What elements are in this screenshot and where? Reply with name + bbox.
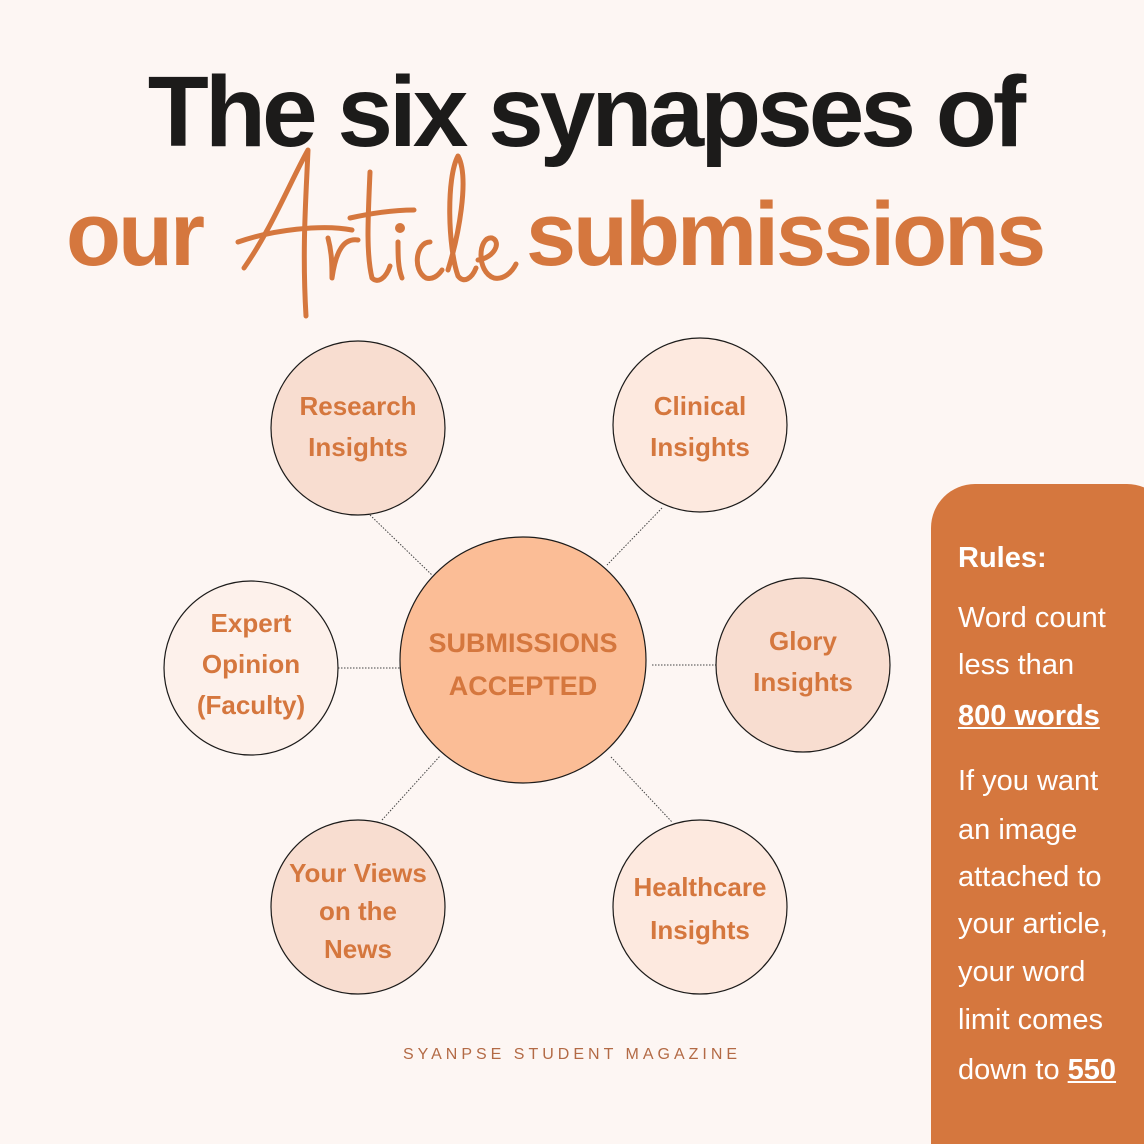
synapse-diagram bbox=[163, 337, 891, 995]
node-glory-circle bbox=[715, 577, 891, 753]
rules-heading: Rules: bbox=[958, 542, 1047, 574]
title-line-1: The six synapses of bbox=[147, 56, 1026, 168]
rules-word-count-line-1: Word count bbox=[958, 602, 1106, 634]
rules-image-line-7-prefix: down to bbox=[958, 1054, 1068, 1086]
node-expert-label: Expert Opinion (Faculty) bbox=[196, 608, 306, 720]
node-views-circle bbox=[270, 819, 446, 995]
rules-image-line-3: attached to bbox=[958, 861, 1102, 893]
rules-image-limit: 550 bbox=[1067, 1054, 1117, 1086]
rules-image-line-1: If you want bbox=[958, 765, 1099, 797]
title-word-submissions: submissions bbox=[526, 185, 1046, 285]
footer-magazine-name: SYANPSE STUDENT MAGAZINE bbox=[402, 1046, 742, 1063]
connector-healthcare bbox=[610, 756, 673, 823]
node-research-label: Research Insights bbox=[299, 391, 417, 462]
rules-image-line-6: limit comes bbox=[958, 1004, 1104, 1036]
title-line-2: our submissions bbox=[0, 147, 1144, 319]
node-clinical-label: Clinical Insights bbox=[650, 391, 750, 462]
node-healthcare-label: Healthcare Insights bbox=[633, 872, 767, 945]
script-article-lettering bbox=[235, 147, 519, 319]
connector-research bbox=[369, 514, 433, 576]
rules-image-line-5: your word bbox=[958, 956, 1086, 988]
connector-clinical bbox=[606, 507, 663, 566]
rules-panel: Rules: Word count less than 800 words If… bbox=[931, 484, 1144, 1144]
connector-lines bbox=[338, 507, 716, 823]
rules-image-line-2: an image bbox=[958, 814, 1078, 846]
rules-word-limit: 800 words bbox=[958, 700, 1100, 732]
title-word-our: our bbox=[66, 185, 205, 285]
node-clinical-circle bbox=[612, 337, 788, 513]
rules-image-line-4: your article, bbox=[958, 908, 1108, 940]
rules-word-count-line-2: less than bbox=[958, 649, 1075, 681]
node-expert-circle bbox=[163, 580, 339, 756]
node-views-label: Your Views on the News bbox=[289, 858, 427, 964]
rules-image-line-7: down to 550 bbox=[958, 1054, 1116, 1087]
center-label: SUBMISSIONS ACCEPTED bbox=[428, 628, 618, 701]
node-glory-label: Glory Insights bbox=[753, 626, 853, 697]
node-research-circle bbox=[270, 340, 446, 516]
connector-views bbox=[381, 755, 441, 821]
center-circle bbox=[399, 536, 647, 784]
node-healthcare-circle bbox=[612, 819, 788, 995]
